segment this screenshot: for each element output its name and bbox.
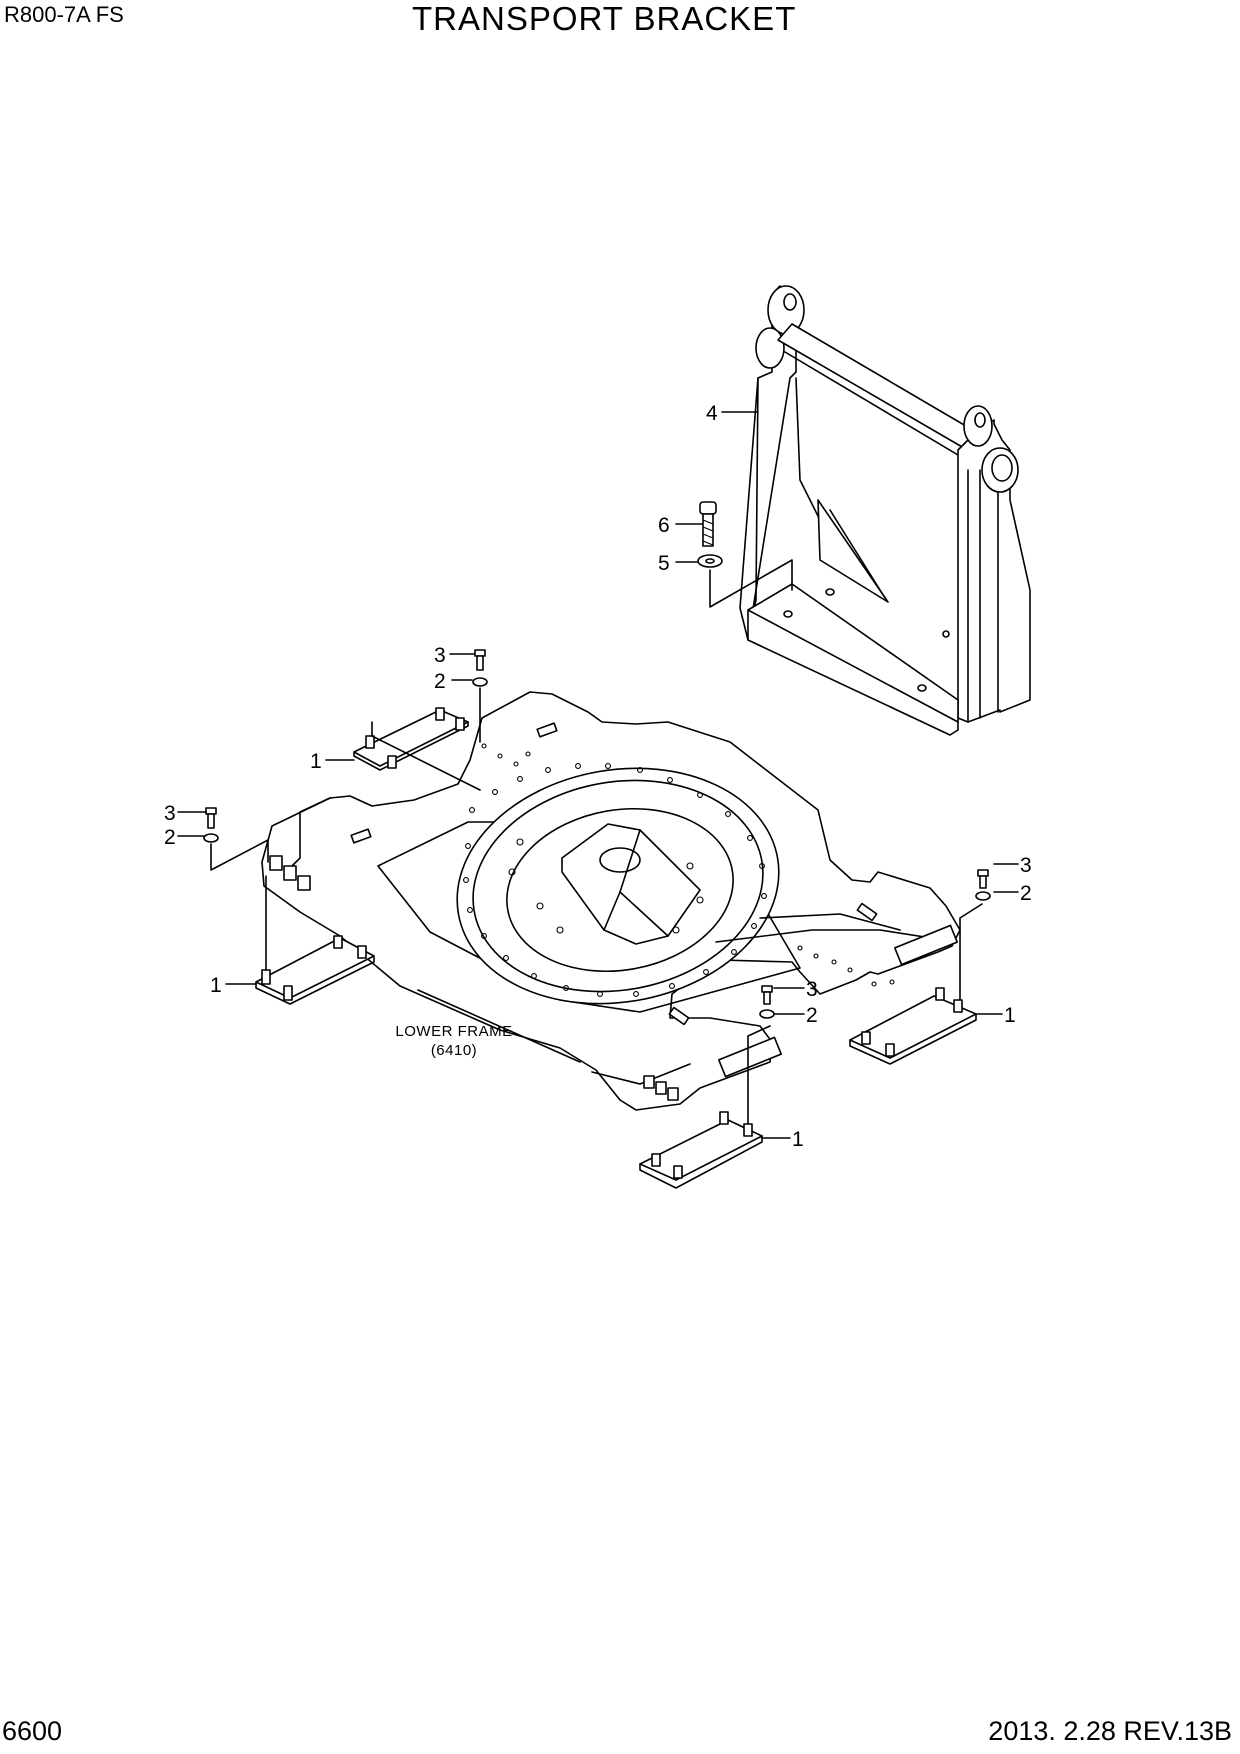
callout-3-right: 3: [1020, 854, 1032, 877]
page-title: TRANSPORT BRACKET: [412, 0, 797, 37]
callout-2-left: 2: [164, 826, 176, 849]
transport-bracket: [739, 285, 1031, 736]
callout-6: 6: [658, 514, 670, 537]
callout-4: 4: [706, 402, 718, 425]
callout-2-top: 2: [434, 670, 446, 693]
callout-1-top: 1: [310, 750, 322, 773]
transport-pad-bottom: [639, 1025, 771, 1189]
transport-pad-right: [849, 903, 983, 1065]
callout-1-bottom: 1: [792, 1128, 804, 1151]
bolt-and-washer-5-6: [697, 501, 793, 608]
callout-numbers: 4 6 5 3 2 1 3 2 1 3 2 1 3 2 1: [164, 402, 1032, 1151]
bolt-washer-left: [203, 807, 269, 871]
callout-2-right: 2: [1020, 882, 1032, 905]
callout-3-bottom: 3: [806, 978, 818, 1001]
page-number: 6600: [2, 1716, 63, 1746]
leader-lines: [177, 411, 1019, 1139]
lower-frame-label: LOWER FRAME: [395, 1023, 512, 1040]
model-number: R800-7A FS: [4, 2, 124, 27]
bolt-washer-right: [975, 869, 991, 901]
callout-1-right: 1: [1004, 1004, 1016, 1027]
transport-pad-left: [255, 875, 375, 1005]
transport-pad-top: [353, 707, 481, 791]
callout-5: 5: [658, 552, 670, 575]
lower-frame: [261, 691, 961, 1111]
ring-bolt-holes: [463, 763, 767, 997]
lower-frame-ref: (6410): [431, 1042, 477, 1059]
bolt-washer-bottom: [759, 985, 775, 1019]
revision-date: 2013. 2.28 REV.13B: [988, 1716, 1232, 1746]
callout-3-top: 3: [434, 644, 446, 667]
bolt-washer-top: [472, 649, 488, 743]
callout-3-left: 3: [164, 802, 176, 825]
callout-1-left: 1: [210, 974, 222, 997]
callout-2-bottom: 2: [806, 1004, 818, 1027]
